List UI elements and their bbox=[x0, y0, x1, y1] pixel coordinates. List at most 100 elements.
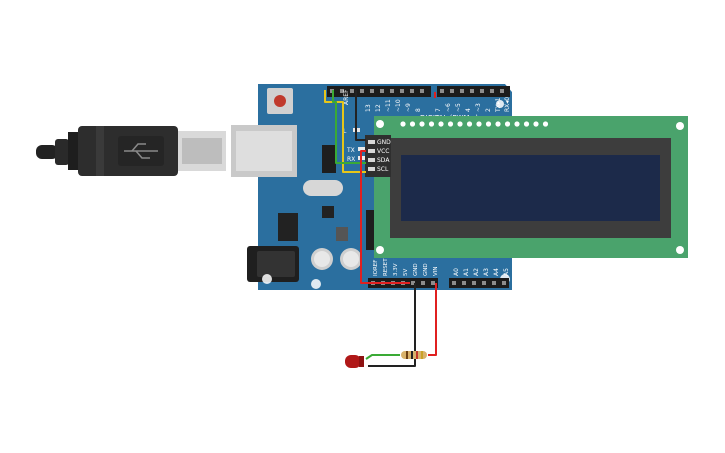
wire-led-green bbox=[365, 354, 400, 360]
lcd-pin-gnd: GND bbox=[377, 139, 391, 146]
wire-sda-green bbox=[332, 90, 366, 164]
digital-pin-label: 8 bbox=[415, 108, 422, 112]
power-pin-label: RESET bbox=[383, 258, 389, 276]
digital-pin-label: ~3 bbox=[475, 103, 482, 112]
analog-header bbox=[449, 278, 509, 288]
mounting-hole bbox=[676, 246, 684, 254]
header-pin bbox=[460, 89, 464, 93]
mounting-hole bbox=[311, 279, 321, 289]
lcd-screen bbox=[401, 155, 660, 221]
header-pin bbox=[360, 89, 364, 93]
lcd-pad bbox=[457, 121, 463, 127]
resistor bbox=[401, 351, 427, 359]
header-pin bbox=[500, 89, 504, 93]
header-pin bbox=[431, 281, 435, 285]
wire-led-black bbox=[368, 283, 416, 367]
header-pin bbox=[340, 89, 344, 93]
digital-pin-label: 12 bbox=[375, 104, 382, 112]
lcd-pad bbox=[476, 121, 482, 127]
lcd-pin-scl: SCL bbox=[377, 166, 389, 173]
header-pin bbox=[421, 281, 425, 285]
digital-pin-label: ~11 bbox=[385, 99, 392, 112]
lcd-top-pins bbox=[400, 121, 549, 127]
power-pin-label: IOREF bbox=[373, 260, 379, 276]
digital-header-left bbox=[327, 86, 431, 97]
digital-pin-label: ~6 bbox=[445, 103, 452, 112]
led-label-tx: TX bbox=[346, 147, 355, 154]
power-pin-label: GND bbox=[423, 263, 429, 276]
led-tx bbox=[358, 147, 365, 151]
power-pin-label: VIN bbox=[433, 267, 439, 277]
digital-pin-label: 2 bbox=[485, 108, 492, 112]
led-label-l: L bbox=[343, 128, 347, 135]
header-pin bbox=[450, 89, 454, 93]
header-pin bbox=[490, 89, 494, 93]
power-pin-label: GND bbox=[413, 263, 419, 276]
mounting-hole bbox=[676, 122, 684, 130]
usb-cable bbox=[36, 126, 226, 176]
analog-pin-label: A3 bbox=[483, 268, 490, 276]
header-pin bbox=[472, 281, 476, 285]
lcd-pad bbox=[533, 121, 539, 127]
header-pin bbox=[411, 281, 415, 285]
analog-pin-label: A0 bbox=[453, 268, 460, 276]
lcd-pad bbox=[542, 121, 549, 127]
reset-button-cap[interactable] bbox=[274, 95, 286, 107]
led-body bbox=[345, 355, 361, 368]
wires bbox=[324, 90, 437, 367]
aref-label: AREF bbox=[343, 89, 350, 105]
voltage-regulator bbox=[278, 213, 298, 241]
analog-pin-label: A5 bbox=[503, 268, 510, 276]
digital-pin-label: ~9 bbox=[405, 103, 412, 112]
header-pin bbox=[370, 89, 374, 93]
digital-pin-label: 7 bbox=[435, 108, 442, 112]
lcd-pin-sda: SDA bbox=[377, 157, 390, 164]
header-pin bbox=[502, 281, 506, 285]
lcd-pad bbox=[400, 121, 406, 127]
analog-pin-label: A2 bbox=[473, 268, 480, 276]
led bbox=[345, 355, 364, 368]
led-label-rx: RX bbox=[347, 156, 355, 163]
lcd-pad bbox=[466, 121, 473, 127]
header-pin bbox=[400, 89, 404, 93]
lcd-pad bbox=[447, 121, 454, 127]
lcd-pad bbox=[504, 121, 511, 127]
header-pin bbox=[470, 89, 474, 93]
lcd-pad bbox=[495, 121, 501, 127]
digital-pin-label: RX◂0 bbox=[504, 97, 511, 112]
mounting-hole bbox=[262, 274, 272, 284]
digital-pin-label: 13 bbox=[365, 104, 372, 112]
mounting-hole bbox=[376, 246, 384, 254]
header-pin bbox=[420, 89, 424, 93]
wire-gnd-black bbox=[355, 90, 366, 141]
header-pin bbox=[410, 89, 414, 93]
lcd-pad bbox=[514, 121, 520, 127]
analog-pin-label: A1 bbox=[463, 268, 470, 276]
mounting-hole bbox=[496, 100, 504, 108]
header-pin bbox=[350, 89, 354, 93]
power-pin-label: 5V bbox=[403, 269, 409, 276]
header-pin bbox=[452, 281, 456, 285]
lcd-pad bbox=[419, 121, 425, 127]
wire-scl-yellow bbox=[324, 90, 366, 173]
lcd-pad bbox=[438, 121, 444, 127]
lcd-pad bbox=[523, 121, 530, 127]
digital-pin-label: ~5 bbox=[455, 103, 462, 112]
digital-pin-label: TX▸1 bbox=[495, 97, 502, 113]
header-pin bbox=[482, 281, 486, 285]
wire-vcc-red bbox=[360, 150, 410, 284]
header-pin bbox=[492, 281, 496, 285]
header-pin bbox=[440, 89, 444, 93]
lcd-pad bbox=[485, 121, 492, 127]
header-pin bbox=[390, 89, 394, 93]
usb-cable-boot bbox=[55, 139, 69, 165]
lcd-pin-vcc: VCC bbox=[377, 148, 389, 155]
digital-pin-label: 4 bbox=[465, 108, 472, 112]
usb-chip bbox=[322, 145, 336, 173]
mounting-hole bbox=[376, 120, 384, 128]
lcd-pad bbox=[428, 121, 435, 127]
